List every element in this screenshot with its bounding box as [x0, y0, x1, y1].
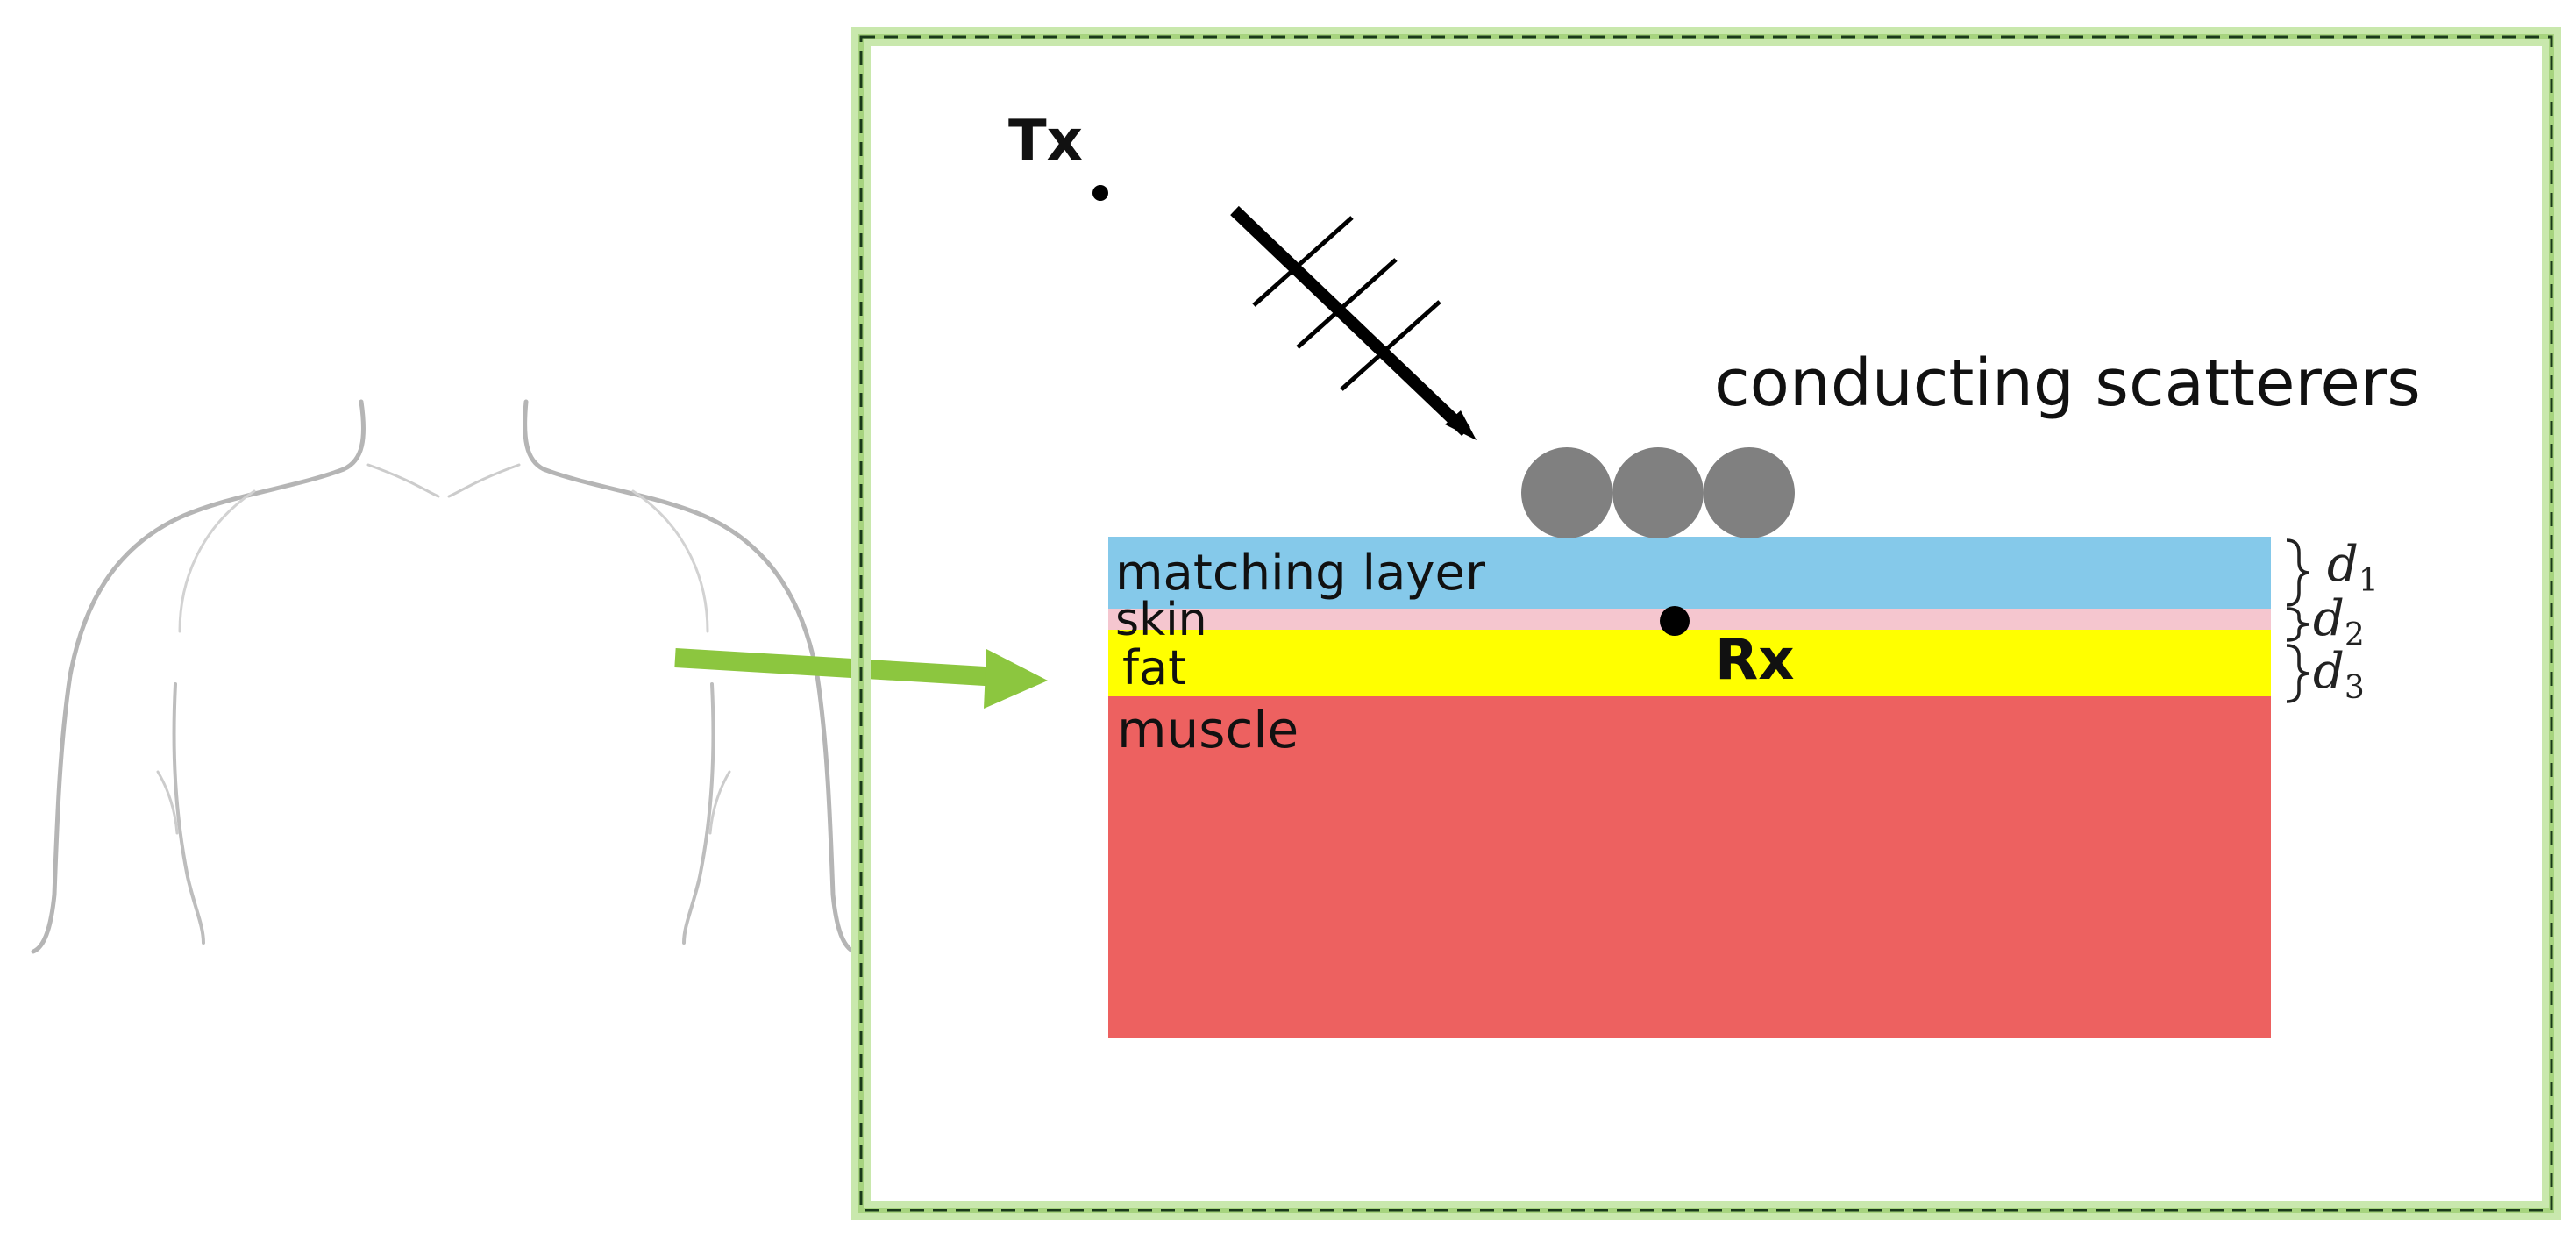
torso-shoulder-right-inner — [631, 489, 709, 633]
thickness-d1-label: d1 — [2327, 536, 2379, 599]
torso-arm-right-inner — [682, 682, 715, 945]
torso-neck-left — [31, 399, 366, 954]
torso-arm-left-inner — [172, 682, 205, 945]
rx-label: Rx — [1715, 628, 1795, 693]
thickness-d3-label: d3 — [2313, 643, 2365, 706]
rx-point — [1660, 606, 1690, 636]
tissue-stack: matching layer skin fat muscle — [1108, 537, 2271, 1038]
brace-d2 — [2286, 607, 2310, 642]
torso-elbow-left — [156, 770, 179, 835]
muscle-layer-block — [1108, 696, 2271, 1038]
torso-shoulder-left-inner — [178, 489, 256, 633]
inset-frame — [851, 27, 2561, 1220]
matching-layer-label: matching layer — [1115, 545, 1486, 602]
brace-d1 — [2286, 538, 2310, 607]
torso-collar-right — [447, 463, 521, 498]
wavefront-tick — [1252, 216, 1354, 307]
fat-layer-label: fat — [1122, 640, 1186, 695]
tx-point — [1092, 185, 1108, 201]
torso-collar-left — [366, 463, 440, 498]
skin-layer-label: skin — [1115, 594, 1207, 646]
scatterer-sphere — [1612, 447, 1704, 538]
scatterers-label: conducting scatterers — [1714, 346, 2421, 421]
scatterer-sphere — [1521, 447, 1612, 538]
thickness-braces — [2286, 538, 2310, 703]
scatterers — [1521, 447, 1795, 538]
muscle-layer-label: muscle — [1117, 700, 1299, 759]
torso-outline — [31, 399, 857, 954]
torso-neck-right — [523, 399, 857, 954]
thickness-d2-label: d2 — [2313, 590, 2365, 653]
scatterer-sphere — [1704, 447, 1795, 538]
wavefront-tick — [1296, 258, 1398, 349]
torso-elbow-right — [708, 770, 731, 835]
matching-layer-block — [1108, 537, 2271, 609]
incident-wave-arrow — [1230, 205, 1477, 440]
skin-layer-block — [1108, 609, 2271, 630]
pointer-arrow — [674, 648, 1048, 709]
wavefront-tick — [1340, 300, 1441, 391]
brace-d3 — [2286, 644, 2310, 703]
fat-layer-block — [1108, 630, 2271, 696]
tx-label: Tx — [1008, 109, 1083, 174]
